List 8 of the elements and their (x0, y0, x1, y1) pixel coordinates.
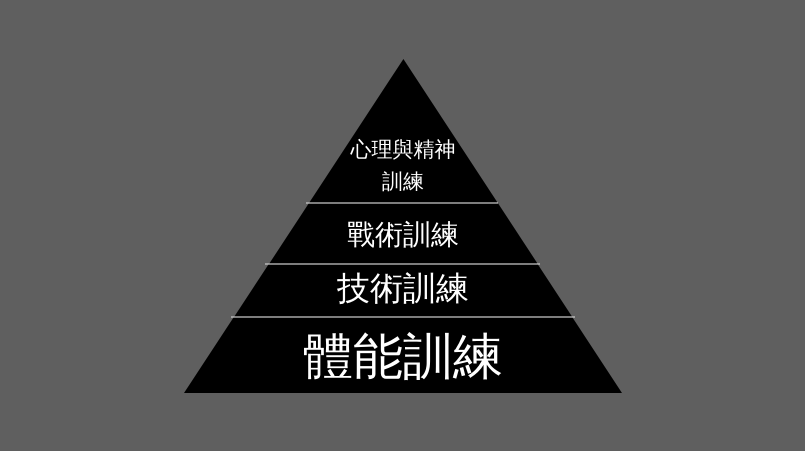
pyramid-tier (184, 317, 622, 393)
pyramid-tier (268, 203, 538, 264)
tier-label: 體能訓練 (303, 326, 503, 388)
tier-label: 心理與精神訓練 (349, 136, 456, 195)
pyramid-tier (234, 264, 572, 317)
tier-label: 技術訓練 (336, 267, 469, 310)
tier-label: 戰術訓練 (346, 217, 459, 253)
pyramid-tier (308, 59, 498, 203)
